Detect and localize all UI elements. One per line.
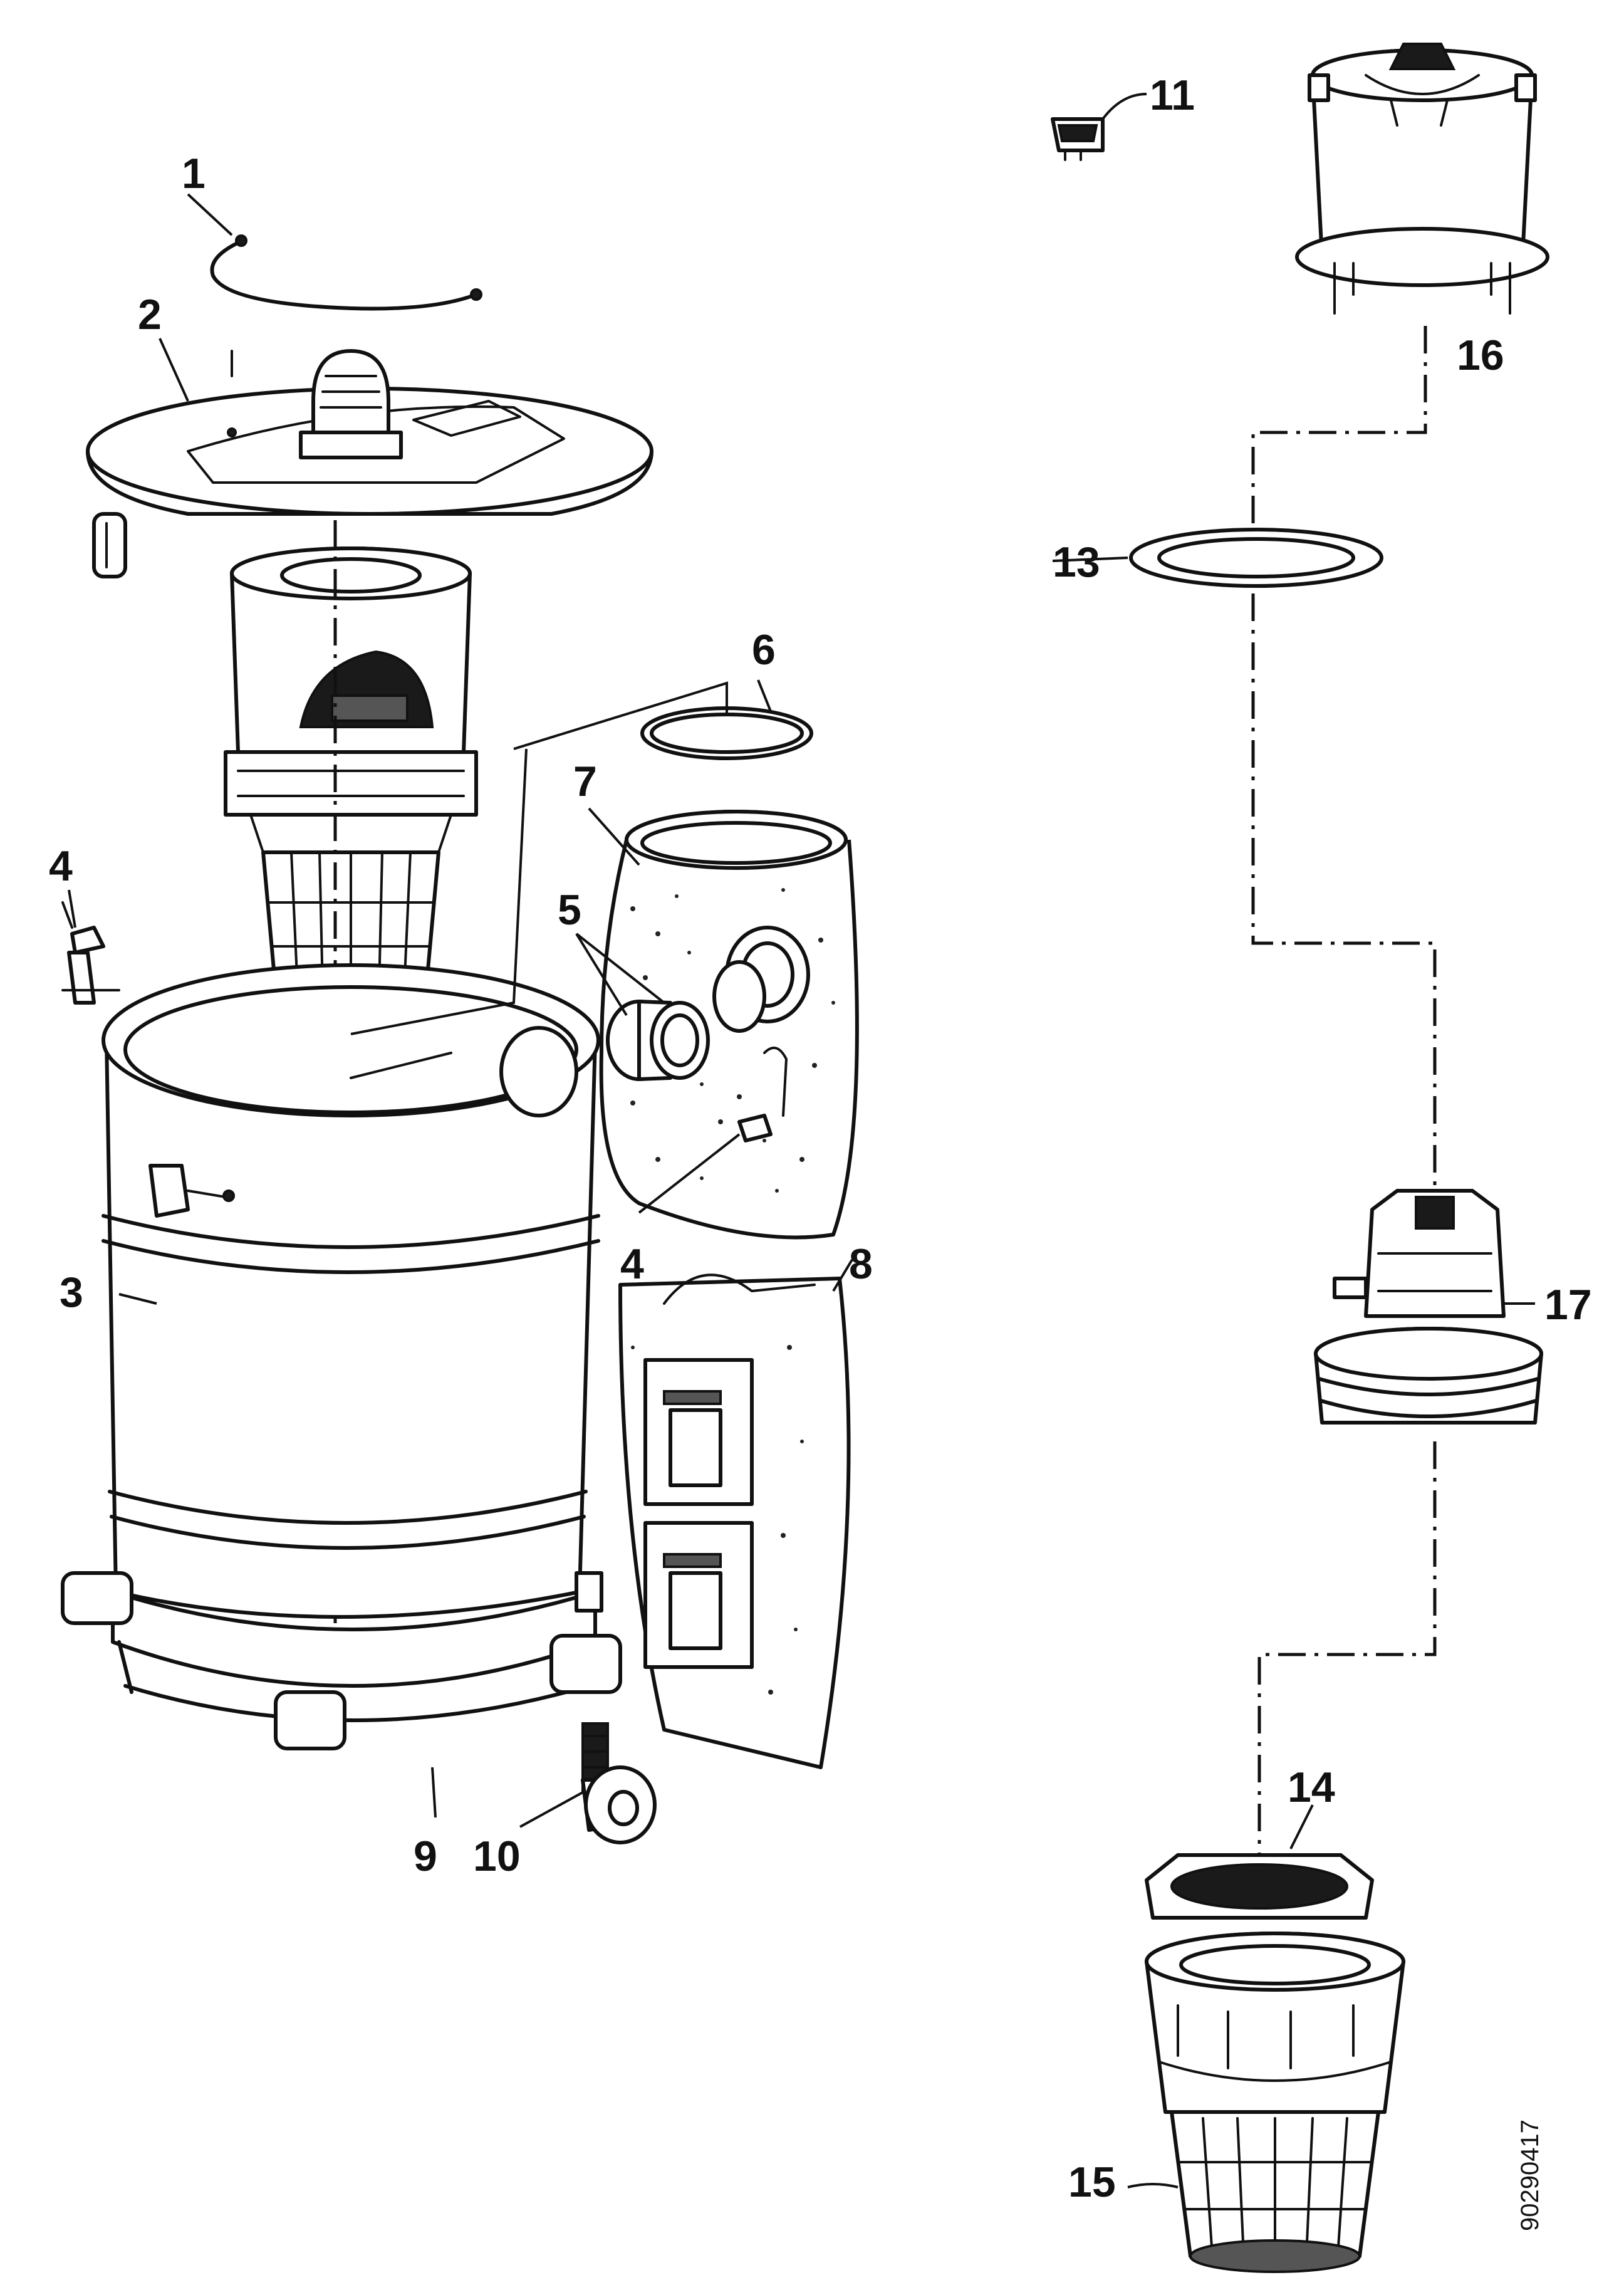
callout-4-center: 4: [620, 1240, 644, 1288]
part-11-switch: [1051, 93, 1147, 161]
part-16-motor-housing: [1295, 43, 1549, 315]
callout-3: 3: [60, 1268, 83, 1316]
filter-cage-upper: [224, 546, 478, 1007]
callout-16: 16: [1457, 332, 1504, 379]
document-code: 90290417: [1516, 2120, 1544, 2231]
callout-8: 8: [849, 1240, 873, 1288]
part-14-filter-disc: [1145, 1804, 1374, 1920]
leader-lines-left: [68, 193, 853, 1818]
part-2-lid: [86, 349, 653, 578]
part-4-latch-left: [61, 901, 120, 1005]
callout-11: 11: [1150, 71, 1195, 119]
part-1-clip: [210, 234, 482, 311]
part-10-caster: [519, 1722, 657, 1844]
callout-labels: 1 2 3 4 4 5 6 7 8 9 10 11 13 14 15 16 17: [49, 71, 1592, 2206]
part-9-base-ring: [61, 1571, 622, 1750]
callout-17: 17: [1544, 1281, 1592, 1329]
callout-4-left: 4: [49, 842, 73, 890]
callout-6: 6: [752, 626, 776, 674]
part-15-filter-cage-lower: [1127, 1932, 1405, 2273]
part-6-gasket-ring: [640, 706, 813, 760]
callout-15: 15: [1068, 2158, 1116, 2206]
part-13-flat-gasket: [1129, 528, 1383, 588]
callout-2: 2: [138, 291, 162, 338]
part-17-motor: [1314, 1189, 1543, 1425]
callout-5: 5: [558, 886, 581, 934]
callout-13: 13: [1053, 538, 1100, 586]
callout-14: 14: [1288, 1764, 1335, 1811]
callout-9: 9: [414, 1833, 437, 1880]
callout-7: 7: [573, 758, 597, 805]
part-4-clip-center: [638, 1114, 773, 1214]
assembly-path-right: [1251, 326, 1437, 1905]
part-5-inlet-rings: [606, 960, 766, 1081]
part-3-drum: [102, 963, 600, 1619]
callout-1: 1: [182, 150, 206, 197]
part-8-paper-bag: [618, 1273, 851, 1769]
callout-10: 10: [473, 1833, 521, 1880]
